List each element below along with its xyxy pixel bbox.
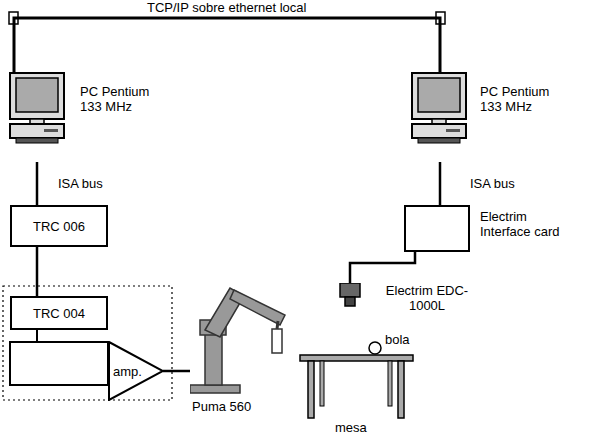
empty-box (10, 342, 108, 385)
text-holder: amp. (113, 364, 142, 379)
monitor (10, 73, 64, 119)
box-node: TRC 004 (10, 296, 108, 330)
robot-gripper (272, 329, 282, 353)
connector (350, 252, 415, 283)
camera-lens (345, 297, 355, 306)
edge-label: ISA bus (470, 176, 515, 191)
edge-label-holder: ISA bus (56, 176, 105, 191)
text-holder: Electrim Interface card (480, 209, 580, 239)
robot-wrist (277, 321, 278, 329)
robot-illustration (190, 285, 300, 395)
drive-slot (446, 129, 460, 132)
ball (369, 342, 381, 354)
pc-icon (8, 72, 68, 162)
part-label: mesa (335, 420, 367, 435)
node-text: TRC 004 (33, 306, 85, 321)
text-holder: PC Pentium 133 MHz (80, 84, 170, 114)
cam-node: Electrim EDC-1000L (336, 283, 476, 319)
card-node: Electrim Interface card (404, 205, 592, 252)
node-text: TRC 006 (33, 219, 85, 234)
node-text: Electrim EDC-1000L (382, 283, 472, 313)
monitor (412, 73, 466, 119)
label-holder: bola (383, 332, 412, 347)
keyboard (418, 138, 460, 143)
edge-label-holder: TCP/IP sobre ethernet local (145, 0, 308, 15)
label-holder: mesa (333, 420, 369, 435)
edge-label: TCP/IP sobre ethernet local (147, 0, 306, 15)
table-leg (320, 361, 324, 406)
node-text: PC Pentium 133 MHz (480, 84, 570, 114)
node-text: Puma 560 (192, 399, 251, 414)
screen (418, 78, 460, 112)
node-text: Electrim Interface card (480, 209, 580, 239)
text-holder: Puma 560 (192, 399, 251, 414)
node-text: PC Pentium 133 MHz (80, 84, 170, 114)
robot-forearm (230, 290, 285, 325)
computer-case (10, 124, 64, 138)
pc-icon (410, 72, 470, 162)
amp-outline (109, 342, 163, 400)
camera-icon (336, 283, 376, 319)
table-leg (308, 361, 314, 418)
text-holder: PC Pentium 133 MHz (480, 84, 570, 114)
interface-card-box (404, 205, 470, 252)
text-holder: Electrim EDC-1000L (382, 283, 472, 313)
robot-pedestal (205, 330, 222, 385)
robot-base (190, 385, 240, 393)
part-label: bola (385, 332, 410, 347)
table-leg (388, 361, 392, 406)
keyboard (16, 138, 58, 143)
table-leg (398, 361, 404, 418)
dotted-enclosure (3, 286, 172, 400)
connector (14, 18, 440, 72)
wire (36, 330, 38, 342)
connector (163, 370, 190, 373)
robot-node: Puma 560 (190, 285, 300, 417)
computer-case (412, 124, 466, 138)
edge-label: ISA bus (58, 176, 103, 191)
camera-body (340, 283, 360, 297)
edge-label-holder: ISA bus (468, 176, 517, 191)
connector (36, 162, 39, 205)
screen (16, 78, 58, 112)
connector (36, 247, 39, 296)
pc-node: PC Pentium 133 MHz (8, 72, 198, 162)
node-text: amp. (113, 364, 142, 379)
table-top (300, 355, 413, 361)
drive-slot (44, 129, 58, 132)
connector (439, 162, 442, 205)
amp-node: amp. (108, 341, 164, 401)
box-node: TRC 006 (10, 205, 108, 247)
pc-node: PC Pentium 133 MHz (410, 72, 592, 162)
